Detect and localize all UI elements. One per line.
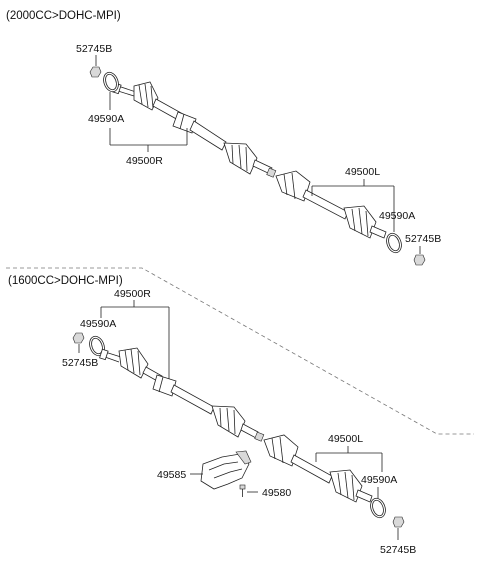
mounting-bolt <box>239 484 246 497</box>
inner-cv-joint-1600 <box>211 405 246 438</box>
label-nut-right-1600cc: 52745B <box>380 544 416 556</box>
lock-nut-right-1600cc <box>392 516 405 528</box>
label-bolt-1600cc: 49580 <box>262 487 291 499</box>
label-nut-right-2000cc: 52745B <box>405 233 441 245</box>
label-shaft-right-2000cc: 49500R <box>126 155 163 167</box>
callout-bracket-49500r-1600cc <box>100 300 170 384</box>
inner-cv-joint-1 <box>223 142 258 175</box>
label-circlip-right-1600cc: 49590A <box>361 474 397 486</box>
callout-bracket-49500l-2000cc <box>311 179 395 232</box>
spline-collar-1600 <box>254 431 265 442</box>
shaft-tube-2-1600 <box>170 384 215 415</box>
lock-nut-left-1600cc <box>72 332 85 344</box>
section-header-1600cc: (1600CC>DOHC-MPI) <box>8 275 123 287</box>
spline-center-1600 <box>240 423 259 439</box>
label-bracket-1600cc: 49585 <box>157 469 186 481</box>
damper-weight <box>172 111 197 134</box>
shaft-tube-2 <box>189 120 227 151</box>
shaft-tube-long <box>302 189 349 220</box>
circlip-right-2000cc <box>386 232 402 254</box>
circlip-left-2000cc <box>103 71 119 93</box>
callout-bracket-49500l-1600cc <box>315 446 383 472</box>
drive-shaft-assembly-1600cc <box>99 347 373 503</box>
label-circlip-right-2000cc: 49590A <box>379 210 415 222</box>
label-circlip-left-2000cc: 49590A <box>88 113 124 125</box>
lock-nut-left-2000cc <box>89 66 102 78</box>
inner-cv-boot-right <box>343 205 377 239</box>
label-circlip-left-1600cc: 49590A <box>80 318 116 330</box>
outer-stub-right-1600 <box>355 489 373 503</box>
label-nut-left-1600cc: 52745B <box>62 357 98 369</box>
shaft-tube-long-1600 <box>290 454 333 484</box>
section-divider <box>6 267 474 435</box>
outer-stub-left-1600 <box>99 348 122 363</box>
lock-nut-right-2000cc <box>413 254 426 266</box>
callout-bracket-49500r-2000cc <box>109 128 188 152</box>
spline-collar <box>266 167 277 178</box>
outer-stub-right <box>369 225 387 239</box>
label-shaft-left-1600cc: 49500L <box>328 433 363 445</box>
inner-cv-boot-right-1600 <box>329 469 363 503</box>
circlip-right-1600cc <box>370 497 386 519</box>
label-nut-left-2000cc: 52745B <box>76 43 112 55</box>
damper-weight-1600 <box>152 374 177 397</box>
section-header-2000cc: (2000CC>DOHC-MPI) <box>6 10 121 22</box>
outer-cv-boot-left <box>133 81 159 111</box>
outer-cv-boot-left-1600 <box>118 347 149 379</box>
label-shaft-left-2000cc: 49500L <box>345 166 380 178</box>
drive-shaft-assembly-2000cc <box>112 81 387 239</box>
heat-shield-bracket <box>200 450 252 490</box>
label-shaft-right-1600cc: 49500R <box>114 288 151 300</box>
